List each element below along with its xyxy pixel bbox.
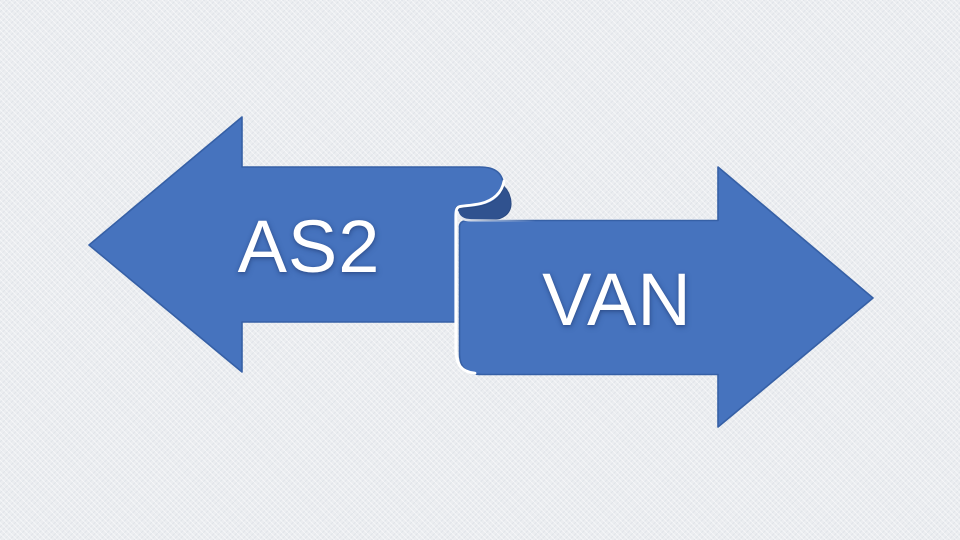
right-arrow-shape: [458, 166, 874, 428]
fold-highlight-curve: [454, 179, 506, 375]
left-arrow-label: AS2: [237, 205, 381, 288]
right-arrow-label: VAN: [542, 258, 692, 341]
fold-highlight-fade: [456, 210, 536, 222]
